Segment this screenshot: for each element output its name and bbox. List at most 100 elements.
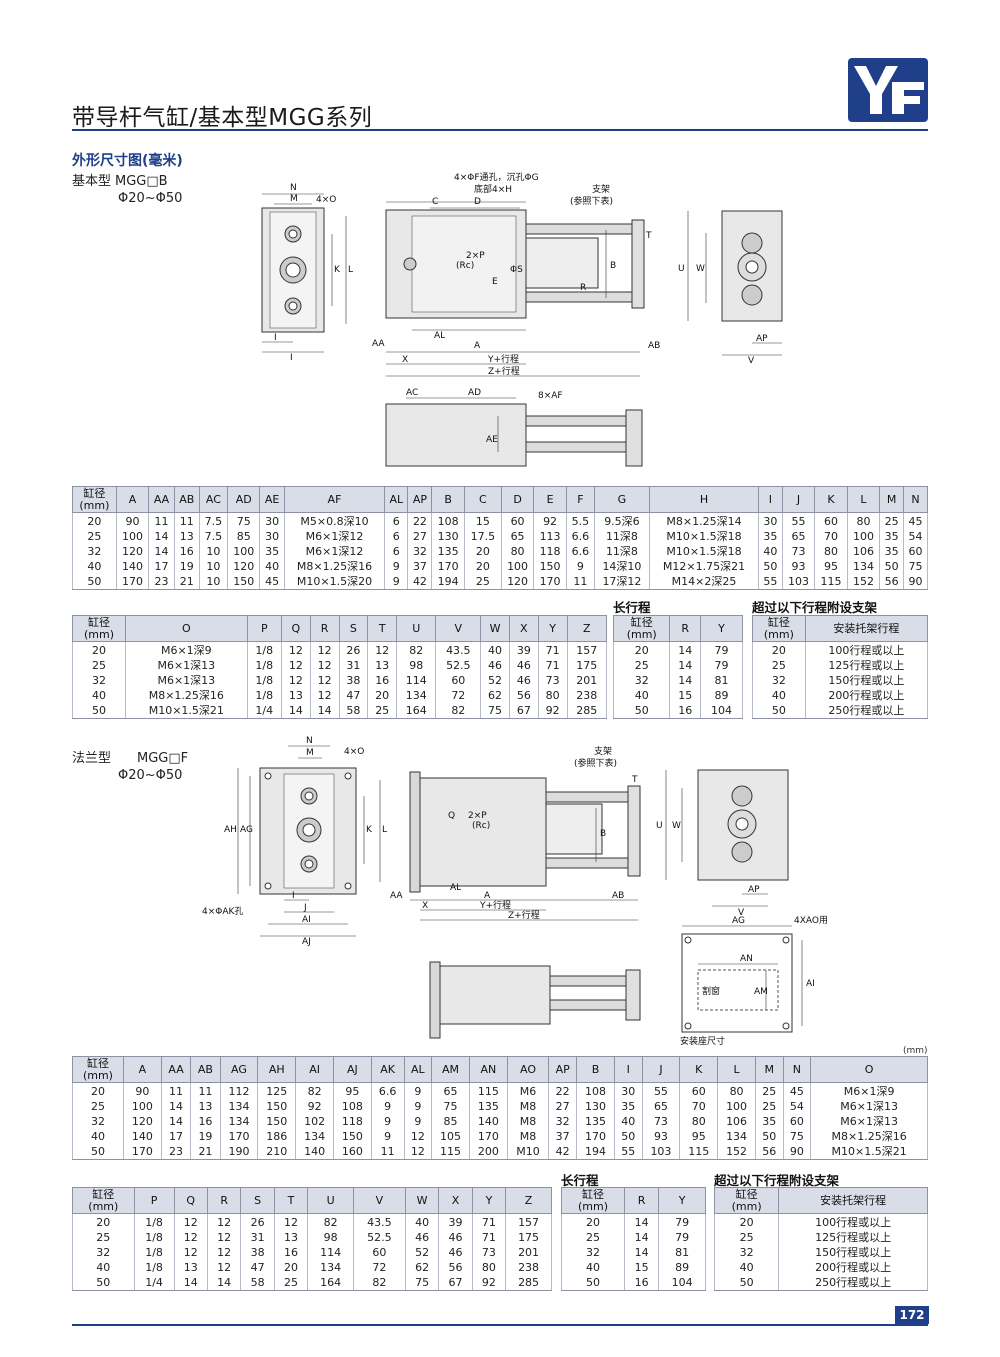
table-cell: 75	[431, 1099, 470, 1114]
table-header-cell: O	[810, 1056, 928, 1083]
table-cell: 14	[160, 1099, 192, 1114]
table-cell: 14	[669, 641, 702, 658]
table-cell: 125	[257, 1082, 297, 1099]
table-cell: 194	[431, 574, 465, 590]
table-cell: 1/4	[133, 1275, 175, 1291]
table-header-cell: R	[669, 615, 702, 642]
table-cell: 39	[438, 1213, 473, 1230]
basic-label-r: R	[580, 283, 586, 293]
table-header-cell: X	[438, 1187, 473, 1214]
table-cell: 6	[384, 512, 409, 529]
table-cell: 175	[505, 1230, 552, 1245]
table-header-cell: R	[624, 1187, 660, 1214]
table-cell: 17	[160, 1129, 192, 1144]
table-cell: 20	[752, 641, 806, 658]
basic-end-view: U W AP V	[672, 205, 792, 365]
table-cell: 47	[240, 1260, 275, 1275]
table-cell: 16	[367, 673, 398, 688]
table-cell: 30	[259, 512, 285, 529]
table-header-cell: AF	[283, 486, 386, 513]
flange-label-k: K	[366, 825, 373, 835]
table-cell: 11深8	[593, 529, 650, 544]
table-cell: 238	[566, 688, 607, 703]
basic-label-z: Z+行程	[488, 365, 520, 377]
table-cell: 250行程或以上	[804, 703, 929, 719]
table-header-cell: 缸径(mm)	[72, 1056, 124, 1083]
table-cell: 40	[758, 544, 783, 559]
table-cell: 20	[713, 1213, 780, 1230]
flange-long-stroke-title: 长行程	[561, 1173, 599, 1188]
table-header-cell: C	[463, 486, 502, 513]
table-cell: 38	[338, 673, 369, 688]
table-header-cell: X	[508, 615, 539, 642]
table-cell: 134	[219, 1114, 259, 1129]
table-cell: 12	[280, 673, 311, 688]
table-cell: 5.5	[565, 512, 595, 529]
table-cell: 13	[173, 529, 200, 544]
table-cell: 25	[72, 1099, 124, 1114]
table-cell: 9	[370, 1114, 405, 1129]
table-cell: 75	[480, 703, 510, 719]
table-cell: 15	[624, 1260, 660, 1275]
table-header-cell: AM	[431, 1056, 470, 1083]
table-cell: 125行程或以上	[804, 658, 929, 673]
table-cell: 14	[160, 1114, 192, 1129]
table-header-cell: A	[122, 1056, 162, 1083]
table-cell: 40	[713, 1260, 780, 1275]
table-cell: 25	[612, 658, 671, 673]
table-cell: 45	[903, 512, 928, 529]
table-cell: 100行程或以上	[804, 641, 929, 658]
basic-label-ap: AP	[756, 334, 768, 344]
table-cell: 114	[396, 673, 437, 688]
table-header-cell: Z	[566, 615, 607, 642]
table-header-cell: J	[641, 1056, 681, 1083]
basic-label-b: B	[610, 261, 616, 271]
table-cell: 103	[641, 1144, 681, 1160]
table-cell: 70	[679, 1099, 719, 1114]
table-cell: M6×1深12	[283, 544, 386, 559]
table-cell: 14	[669, 658, 702, 673]
table-cell: 72	[352, 1260, 406, 1275]
table-cell: 67	[438, 1275, 473, 1291]
table-cell: 12	[309, 673, 340, 688]
table-cell: 6.6	[565, 529, 595, 544]
table-cell: 12	[280, 641, 311, 658]
basic-label-o4: 4×O	[316, 195, 336, 205]
table-header-cell: B	[576, 1056, 615, 1083]
table-cell: 25	[72, 529, 117, 544]
table-header-cell: S	[338, 615, 369, 642]
table-cell: 238	[505, 1260, 552, 1275]
table-cell: 42	[548, 1144, 578, 1160]
table-cell: 50	[713, 1275, 780, 1291]
basic-label-d: D	[474, 197, 481, 207]
table-cell: 55	[641, 1082, 681, 1099]
table-cell: 1/8	[246, 658, 282, 673]
table-header-cell: F	[565, 486, 595, 513]
table-cell: 95	[679, 1129, 719, 1144]
flange-label-aj: AJ	[302, 937, 311, 946]
table-header-cell: 安装托架行程	[804, 615, 929, 642]
table-header-cell: B	[431, 486, 465, 513]
table-cell: 32	[713, 1245, 780, 1260]
table-cell: 32	[72, 544, 117, 559]
table-header-cell: K	[679, 1056, 719, 1083]
table-cell: 55	[613, 1144, 643, 1160]
table-cell: 54	[903, 529, 928, 544]
flange-label-l: L	[382, 825, 387, 835]
flange-label-m: M	[306, 748, 314, 758]
table-cell: 16	[190, 1114, 221, 1129]
table-cell: 92	[295, 1099, 334, 1114]
table-cell: 12	[309, 658, 340, 673]
table-cell: 9	[403, 1082, 433, 1099]
table-cell: 90	[903, 574, 928, 590]
basic-label-s: ΦS	[510, 265, 523, 275]
